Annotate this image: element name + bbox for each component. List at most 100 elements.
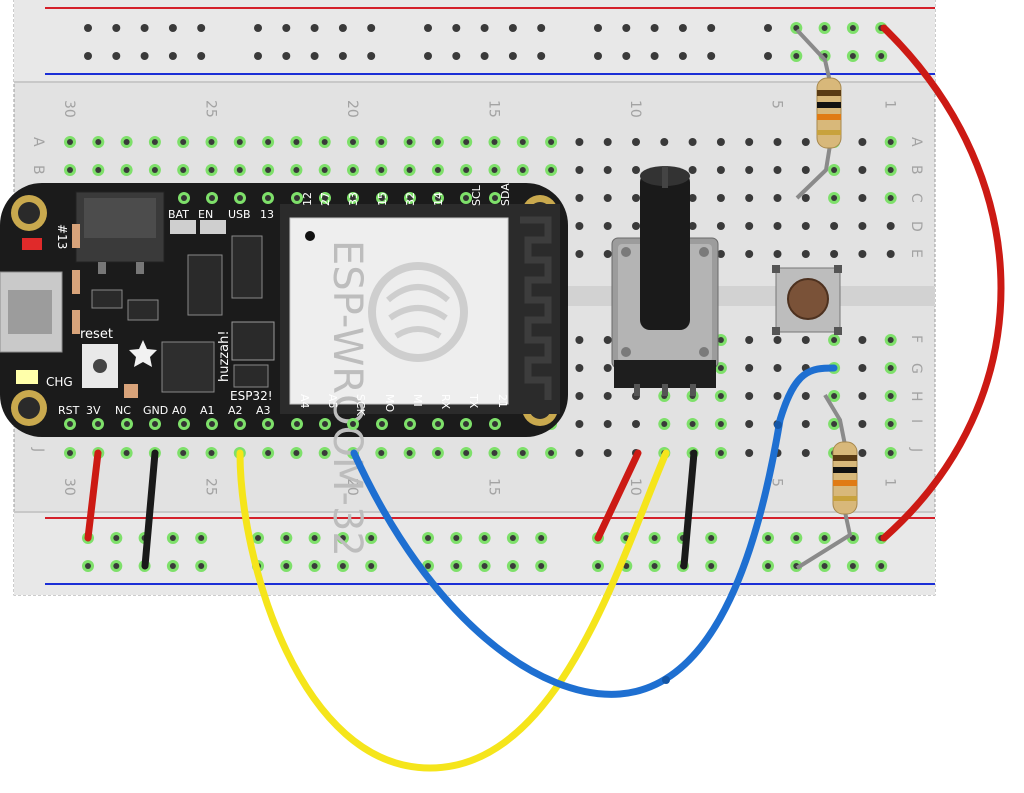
breadboard-hole[interactable] bbox=[716, 138, 725, 146]
power-rail-hole[interactable] bbox=[650, 52, 659, 60]
breadboard-hole[interactable] bbox=[603, 336, 612, 344]
power-rail-hole[interactable] bbox=[594, 52, 602, 60]
power-rail-hole[interactable] bbox=[140, 24, 149, 32]
breadboard-hole[interactable] bbox=[801, 449, 810, 457]
breadboard-hole[interactable] bbox=[801, 222, 810, 230]
power-rail-hole[interactable] bbox=[254, 24, 262, 32]
breadboard-hole[interactable] bbox=[745, 250, 754, 258]
power-rail-hole[interactable] bbox=[168, 52, 177, 60]
power-rail-hole[interactable] bbox=[508, 52, 517, 60]
breadboard-hole[interactable] bbox=[575, 250, 584, 258]
breadboard-hole[interactable] bbox=[745, 138, 754, 146]
power-rail-hole[interactable] bbox=[282, 24, 291, 32]
breadboard-hole[interactable] bbox=[688, 166, 697, 174]
breadboard-hole[interactable] bbox=[745, 194, 754, 202]
breadboard-hole[interactable] bbox=[858, 194, 867, 202]
power-rail-hole[interactable] bbox=[168, 24, 177, 32]
breadboard-hole[interactable] bbox=[575, 194, 584, 202]
breadboard-hole[interactable] bbox=[886, 250, 895, 258]
power-rail-hole[interactable] bbox=[367, 52, 376, 60]
breadboard-hole[interactable] bbox=[632, 420, 640, 428]
breadboard-hole[interactable] bbox=[745, 392, 754, 400]
power-rail-hole[interactable] bbox=[282, 52, 291, 60]
breadboard-hole[interactable] bbox=[858, 420, 867, 428]
breadboard-hole[interactable] bbox=[745, 449, 754, 457]
breadboard-hole[interactable] bbox=[688, 138, 697, 146]
breadboard-hole[interactable] bbox=[745, 336, 754, 344]
breadboard-hole[interactable] bbox=[858, 138, 867, 146]
power-rail-hole[interactable] bbox=[650, 24, 659, 32]
breadboard-hole[interactable] bbox=[688, 194, 697, 202]
breadboard-hole[interactable] bbox=[603, 138, 612, 146]
power-rail-hole[interactable] bbox=[622, 52, 631, 60]
power-rail-hole[interactable] bbox=[338, 24, 347, 32]
power-rail-hole[interactable] bbox=[254, 52, 262, 60]
breadboard-hole[interactable] bbox=[575, 449, 584, 457]
power-rail-hole[interactable] bbox=[84, 24, 92, 32]
breadboard-hole[interactable] bbox=[858, 336, 867, 344]
breadboard-hole[interactable] bbox=[603, 250, 612, 258]
breadboard-hole[interactable] bbox=[575, 420, 584, 428]
power-rail-hole[interactable] bbox=[310, 52, 319, 60]
breadboard-hole[interactable] bbox=[801, 420, 810, 428]
breadboard-hole[interactable] bbox=[886, 222, 895, 230]
power-rail-hole[interactable] bbox=[508, 24, 517, 32]
breadboard-hole[interactable] bbox=[773, 364, 782, 372]
power-rail-hole[interactable] bbox=[112, 52, 121, 60]
breadboard-hole[interactable] bbox=[830, 250, 839, 258]
breadboard-hole[interactable] bbox=[773, 250, 782, 258]
power-rail-hole[interactable] bbox=[594, 24, 602, 32]
breadboard-hole[interactable] bbox=[632, 222, 640, 230]
breadboard-hole[interactable] bbox=[858, 392, 867, 400]
breadboard-hole[interactable] bbox=[745, 364, 754, 372]
breadboard-hole[interactable] bbox=[603, 166, 612, 174]
breadboard-hole[interactable] bbox=[603, 194, 612, 202]
power-rail-hole[interactable] bbox=[764, 24, 772, 32]
breadboard-hole[interactable] bbox=[632, 194, 640, 202]
breadboard-hole[interactable] bbox=[745, 222, 754, 230]
breadboard-hole[interactable] bbox=[632, 166, 640, 174]
breadboard-hole[interactable] bbox=[801, 138, 810, 146]
breadboard-hole[interactable] bbox=[575, 336, 584, 344]
breadboard-hole[interactable] bbox=[830, 222, 839, 230]
power-rail-hole[interactable] bbox=[622, 24, 631, 32]
breadboard-hole[interactable] bbox=[858, 166, 867, 174]
breadboard-hole[interactable] bbox=[603, 222, 612, 230]
potentiometer-knob[interactable] bbox=[640, 172, 690, 330]
power-rail-hole[interactable] bbox=[764, 52, 772, 60]
breadboard-hole[interactable] bbox=[858, 449, 867, 457]
breadboard-hole[interactable] bbox=[745, 166, 754, 174]
breadboard-hole[interactable] bbox=[801, 392, 810, 400]
potentiometer[interactable] bbox=[611, 166, 719, 396]
pushbutton-cap[interactable] bbox=[787, 278, 829, 320]
power-rail-hole[interactable] bbox=[338, 52, 347, 60]
breadboard-hole[interactable] bbox=[745, 420, 754, 428]
breadboard-hole[interactable] bbox=[660, 138, 669, 146]
breadboard-hole[interactable] bbox=[858, 364, 867, 372]
power-rail-hole[interactable] bbox=[537, 24, 546, 32]
breadboard-hole[interactable] bbox=[716, 166, 725, 174]
breadboard-hole[interactable] bbox=[575, 222, 584, 230]
power-rail-hole[interactable] bbox=[707, 24, 716, 32]
breadboard-hole[interactable] bbox=[575, 392, 584, 400]
power-rail-hole[interactable] bbox=[367, 24, 376, 32]
breadboard-hole[interactable] bbox=[603, 392, 612, 400]
power-rail-hole[interactable] bbox=[84, 52, 92, 60]
breadboard-hole[interactable] bbox=[716, 222, 725, 230]
breadboard-hole[interactable] bbox=[603, 364, 612, 372]
breadboard-hole[interactable] bbox=[858, 222, 867, 230]
breadboard-hole[interactable] bbox=[575, 166, 584, 174]
power-rail-hole[interactable] bbox=[480, 52, 489, 60]
breadboard-hole[interactable] bbox=[773, 138, 782, 146]
breadboard-hole[interactable] bbox=[773, 194, 782, 202]
breadboard-hole[interactable] bbox=[716, 194, 725, 202]
power-rail-hole[interactable] bbox=[197, 52, 206, 60]
power-rail-hole[interactable] bbox=[678, 52, 687, 60]
breadboard-hole[interactable] bbox=[773, 222, 782, 230]
breadboard-hole[interactable] bbox=[773, 336, 782, 344]
breadboard-hole[interactable] bbox=[801, 336, 810, 344]
breadboard-hole[interactable] bbox=[801, 166, 810, 174]
power-rail-hole[interactable] bbox=[310, 24, 319, 32]
breadboard-hole[interactable] bbox=[603, 449, 612, 457]
breadboard-hole[interactable] bbox=[773, 392, 782, 400]
